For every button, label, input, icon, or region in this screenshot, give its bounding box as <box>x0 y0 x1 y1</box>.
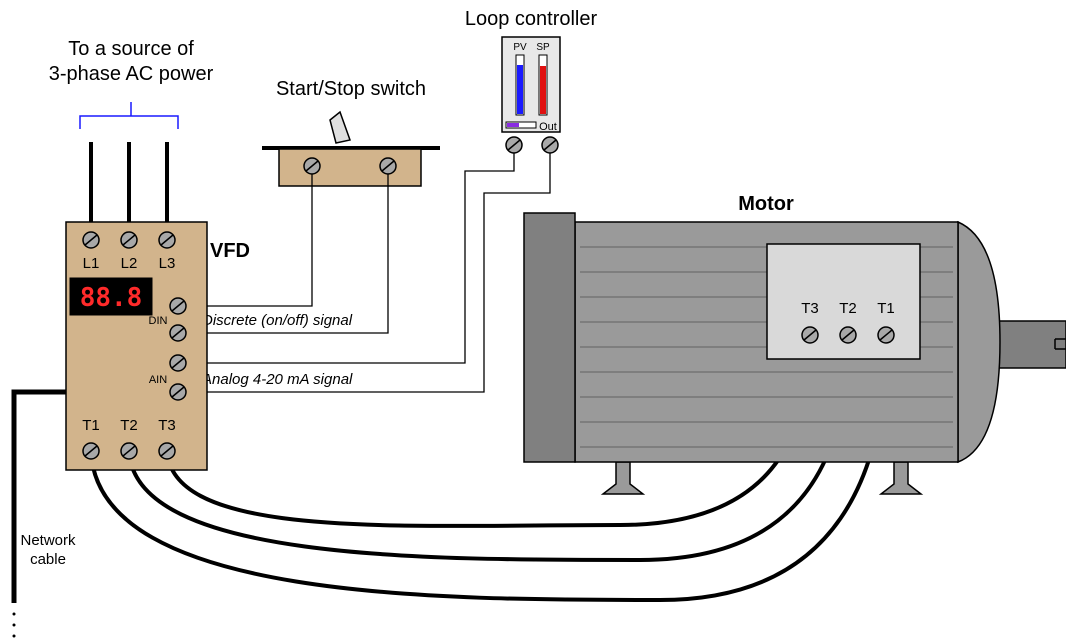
vfd-t1-label: T1 <box>82 417 100 434</box>
output-bar-fill <box>507 123 519 127</box>
vfd-display <box>69 277 153 316</box>
motor-t3-label: T3 <box>801 300 819 317</box>
vfd-t3-screw-icon[interactable] <box>158 442 176 460</box>
motor-label: Motor <box>738 193 794 215</box>
motor-foot-right <box>878 461 924 495</box>
signal-wires <box>178 153 551 393</box>
vfd-din-1-screw-icon[interactable] <box>169 297 187 315</box>
vfd-din-label: DIN <box>149 315 168 327</box>
controller-label: Loop controller <box>465 8 598 30</box>
network-label-line2: cable <box>30 551 66 568</box>
motor-end-cap <box>523 212 576 463</box>
switch-body <box>278 148 422 187</box>
pv-bar-fill <box>517 65 523 114</box>
vfd-t1-screw-icon[interactable] <box>82 442 100 460</box>
motor-t2-label: T2 <box>839 300 857 317</box>
analog-signal-label: Analog 4-20 mA signal <box>201 371 353 388</box>
controller-terminal-2-screw-icon[interactable] <box>541 136 559 154</box>
switch-terminal-2-screw-icon[interactable] <box>379 157 397 175</box>
vfd-din-2-screw-icon[interactable] <box>169 324 187 342</box>
motor-foot-left <box>600 461 646 495</box>
output-bar-track <box>505 121 537 129</box>
network-label-line1: Network <box>20 532 76 549</box>
vfd-enclosure <box>65 221 208 471</box>
vfd-l1-label: L1 <box>83 255 100 272</box>
vfd-ain-label: AIN <box>149 374 167 386</box>
power-bracket <box>79 102 179 129</box>
discrete-signal-label: Discrete (on/off) signal <box>202 312 353 329</box>
motor[interactable]: T3 T2 T1 <box>523 212 1066 495</box>
power-source-label-line1: To a source of <box>68 38 194 60</box>
sp-bar-fill <box>540 66 546 114</box>
vfd-t2-screw-icon[interactable] <box>120 442 138 460</box>
motor-t1-screw-icon[interactable] <box>877 326 895 344</box>
switch-toggle-lever[interactable] <box>329 110 351 144</box>
vfd-l2-screw-icon[interactable] <box>120 231 138 249</box>
vfd-unit[interactable]: L1 L2 L3 88.8 DIN AIN T1 T2 T3 <box>65 221 208 471</box>
start-stop-switch[interactable] <box>262 110 440 187</box>
vfd-l3-label: L3 <box>159 255 176 272</box>
controller-housing <box>501 36 561 133</box>
vfd-ain-1-screw-icon[interactable] <box>169 354 187 372</box>
motor-t2-screw-icon[interactable] <box>839 326 857 344</box>
network-cable-ellipsis <box>12 612 16 638</box>
motor-t1-label: T1 <box>877 300 895 317</box>
vfd-l2-label: L2 <box>121 255 138 272</box>
vfd-display-digits: 88.8 <box>80 283 143 313</box>
switch-terminal-1-screw-icon[interactable] <box>303 157 321 175</box>
pv-label: PV <box>513 42 527 53</box>
vfd-label: VFD <box>210 240 250 262</box>
controller-terminal-1-screw-icon[interactable] <box>505 136 523 154</box>
out-label: Out <box>539 121 557 133</box>
power-source-label-line2: 3-phase AC power <box>49 63 214 85</box>
motor-shaft <box>994 320 1066 369</box>
network-cable <box>11 389 66 603</box>
switch-label: Start/Stop switch <box>276 78 426 100</box>
sp-label: SP <box>536 42 550 53</box>
loop-controller[interactable]: PV SP Out <box>501 36 561 154</box>
vfd-ain-2-screw-icon[interactable] <box>169 383 187 401</box>
vfd-t3-label: T3 <box>158 417 176 434</box>
vfd-l1-screw-icon[interactable] <box>82 231 100 249</box>
vfd-t2-label: T2 <box>120 417 138 434</box>
motor-end-bell <box>957 220 1001 464</box>
power-lines <box>89 142 169 234</box>
motor-t3-screw-icon[interactable] <box>801 326 819 344</box>
vfd-l3-screw-icon[interactable] <box>158 231 176 249</box>
